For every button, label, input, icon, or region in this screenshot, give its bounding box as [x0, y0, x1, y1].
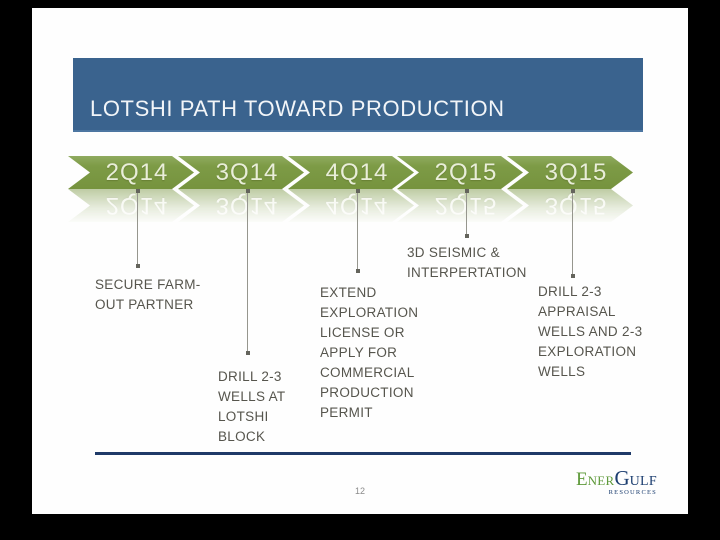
logo-gulf: G — [614, 466, 630, 490]
footer-rule — [95, 452, 631, 455]
milestone-note-3q15: DRILL 2-3 APPRAISAL WELLS AND 2-3 EXPLOR… — [538, 284, 643, 379]
chevron-label: 2Q14 — [105, 158, 169, 186]
chevron-label: 2Q15 — [434, 158, 498, 186]
chevron-label: 3Q14 — [215, 158, 279, 186]
milestone-note-2q15: 3D SEISMIC & INTERPERTATION — [407, 245, 527, 280]
connector-line — [245, 189, 250, 355]
chevron-2q14: 2Q14 — [68, 156, 194, 189]
logo-ener: E — [575, 469, 588, 490]
milestone-note-4q14: EXTEND EXPLORATION LICENSE OR APPLY FOR … — [320, 285, 419, 420]
chevron-reflection: 3Q15 — [507, 189, 633, 222]
chevron-reflection: 4Q14 — [288, 189, 414, 222]
chevron-2q15: 2Q15 — [397, 156, 523, 189]
milestone-note-3q14: DRILL 2-3 WELLS AT LOTSHI BLOCK — [218, 369, 286, 444]
chevron-4q14: 4Q14 — [288, 156, 414, 189]
connector-line — [355, 189, 360, 273]
chevron-label: 4Q14 — [325, 158, 389, 186]
connector-line — [464, 189, 469, 238]
timeline: 2Q14 3Q14 4Q14 2Q15 3Q15 — [32, 156, 688, 189]
chevron-reflection: 2Q14 — [68, 189, 194, 222]
chevron-3q14: 3Q14 — [178, 156, 304, 189]
chevron-reflection: 2Q15 — [397, 189, 523, 222]
chevron-3q15: 3Q15 — [507, 156, 633, 189]
page-number: 12 — [354, 486, 365, 496]
chevron-label: 3Q15 — [544, 158, 608, 186]
logo-resources: RESOURCES — [608, 489, 657, 496]
timeline-reflection: 2Q14 3Q14 4Q14 2Q15 3Q15 — [32, 189, 688, 233]
energulf-logo: ENERGULF RESOURCES — [575, 466, 657, 496]
slide-title: LOTSHI PATH TOWARD PRODUCTION — [90, 96, 505, 121]
milestone-note-2q14: SECURE FARM- OUT PARTNER — [95, 277, 201, 312]
connector-line — [570, 189, 575, 278]
title-bar: LOTSHI PATH TOWARD PRODUCTION — [73, 58, 643, 132]
chevron-reflection: 3Q14 — [178, 189, 304, 222]
slide: LOTSHI PATH TOWARD PRODUCTION 2Q14 3Q14 … — [32, 8, 688, 514]
connector-line — [135, 189, 140, 268]
